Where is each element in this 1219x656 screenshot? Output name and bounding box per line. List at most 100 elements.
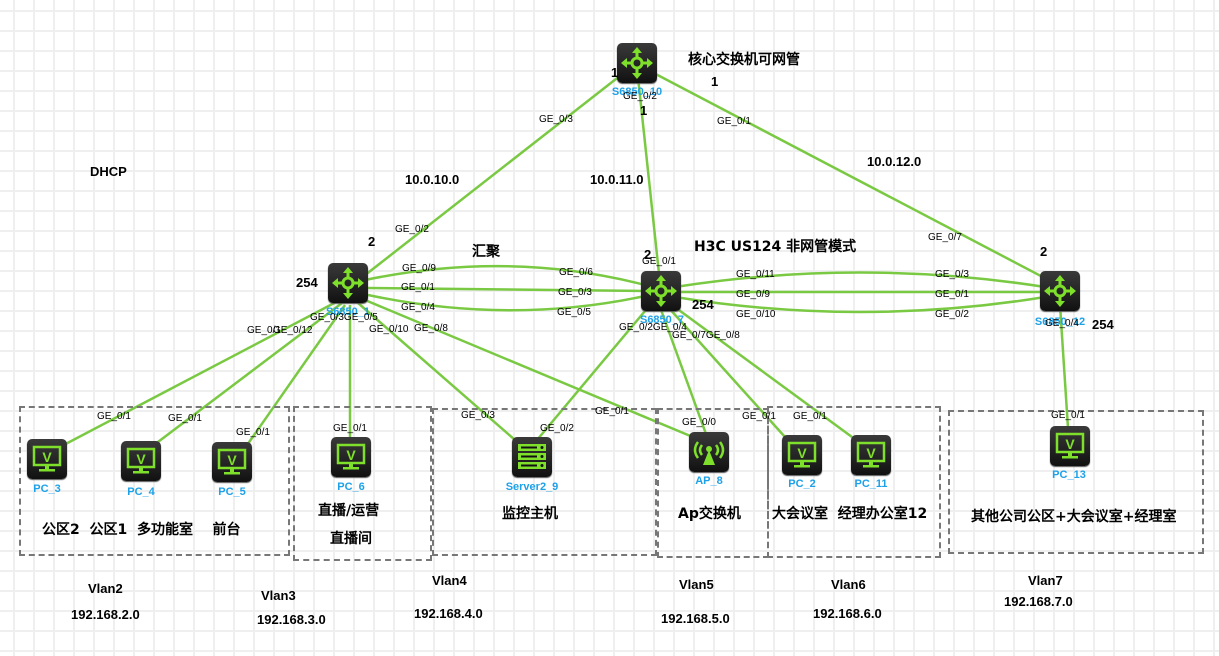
- port-label: GE_0/3GE_0/5: [310, 312, 378, 323]
- port-label: GE_0/3: [539, 114, 573, 125]
- core-title: 核心交换机可网管: [688, 52, 800, 68]
- vlan3-subnet: 192.168.3.0: [257, 612, 326, 627]
- svg-text:V: V: [1065, 436, 1075, 452]
- port-label: GE_0/3: [461, 410, 495, 421]
- num-sw7-top: 2: [644, 247, 652, 262]
- port-label: GE_0/7: [928, 232, 962, 243]
- net-10-0-12-0: 10.0.12.0: [867, 154, 922, 169]
- aggregation-label: 汇聚: [472, 244, 500, 260]
- port-label: GE_0/0: [682, 417, 716, 428]
- pc-4[interactable]: V: [121, 441, 161, 481]
- monitor-icon: V: [787, 441, 817, 468]
- pc-6[interactable]: V: [331, 437, 371, 477]
- link-sw1-sw7-b[interactable]: [367, 286, 646, 293]
- link-core-sw12[interactable]: [647, 68, 1059, 287]
- pc-13[interactable]: V: [1050, 426, 1090, 466]
- port-label: GE_0/12: [273, 325, 313, 336]
- zone-box-vlan6: [767, 406, 941, 558]
- port-label: GE_0/2: [935, 309, 969, 320]
- device-label-ap8: AP_8: [695, 475, 723, 487]
- vlan3-label: Vlan3: [261, 588, 296, 603]
- zone-desc-vlan3: 直播/运营: [318, 503, 380, 519]
- zone-desc-vlan6: 大会议室 经理办公室12: [772, 506, 928, 522]
- link-core-sw1[interactable]: [354, 67, 631, 284]
- server-icon: [518, 444, 546, 469]
- device-label-pc5: PC_5: [218, 486, 246, 498]
- pc-3[interactable]: V: [27, 439, 67, 479]
- zone-box-vlan3: [293, 406, 432, 561]
- link-core-sw7[interactable]: [635, 67, 662, 284]
- link-sw7-ap[interactable]: [658, 306, 708, 435]
- switch-s6850-7[interactable]: [641, 271, 681, 311]
- router-arrows-icon: [621, 47, 653, 79]
- monitor-icon: V: [217, 448, 247, 475]
- link-sw7-pc11[interactable]: [671, 303, 853, 439]
- port-label: GE_0/3: [558, 287, 592, 298]
- port-label: GE_0/1: [935, 289, 969, 300]
- link-sw1-sw7-c[interactable]: [367, 293, 646, 312]
- pc-2[interactable]: V: [782, 435, 822, 475]
- device-label-pc3: PC_3: [33, 483, 61, 495]
- router-arrows-icon: [645, 275, 677, 307]
- pc-11[interactable]: V: [851, 435, 891, 475]
- port-label: GE_0/1: [401, 282, 435, 293]
- vlan2-label: Vlan2: [88, 581, 123, 596]
- router-arrows-icon: [1044, 275, 1076, 307]
- link-sw1-ap[interactable]: [364, 298, 701, 442]
- monitor-icon: V: [126, 447, 156, 474]
- device-label-pc2: PC_2: [788, 478, 816, 490]
- switch-core[interactable]: [617, 43, 657, 83]
- link-sw7-pc2[interactable]: [667, 306, 786, 438]
- port-label: GE_0/2: [540, 423, 574, 434]
- link-sw1-server[interactable]: [357, 302, 516, 441]
- link-sw12-pc13[interactable]: [1058, 304, 1070, 429]
- link-sw7-server[interactable]: [536, 304, 651, 441]
- link-sw7-sw12-c[interactable]: [674, 295, 1046, 314]
- router-arrows-icon: [332, 267, 364, 299]
- switch-s6850-1[interactable]: [328, 263, 368, 303]
- port-label: GE_0/2: [623, 91, 657, 102]
- vlan7-subnet: 192.168.7.0: [1004, 594, 1073, 609]
- switch-s6850-12[interactable]: [1040, 271, 1080, 311]
- monitor-icon: V: [856, 441, 886, 468]
- port-label: GE_0/3: [935, 269, 969, 280]
- link-sw7-sw12-a[interactable]: [674, 271, 1046, 289]
- device-label-sw1: S6850_1: [325, 306, 371, 318]
- zone-box-vlan4: [432, 408, 657, 556]
- port-label: GE_0/1: [1051, 410, 1085, 421]
- num-sw12-right: 254: [1092, 317, 1114, 332]
- port-label: GE_0/1: [742, 411, 776, 422]
- port-label: GE_0/9: [402, 263, 436, 274]
- port-label: GE_0/1: [333, 423, 367, 434]
- svg-text:V: V: [346, 447, 356, 463]
- link-sw1-pc4[interactable]: [149, 302, 343, 449]
- device-label-sw7: S6850_7: [639, 314, 685, 326]
- vlan4-subnet: 192.168.4.0: [414, 606, 483, 621]
- device-label-server9: Server2_9: [505, 481, 559, 493]
- wireless-ap-icon: [693, 441, 725, 465]
- svg-text:V: V: [42, 449, 52, 465]
- num-sw12-top: 2: [1040, 244, 1048, 259]
- zone-desc-vlan2: 公区2 公区1 多功能室 前台: [42, 522, 241, 538]
- port-label: GE_0/1: [595, 406, 629, 417]
- port-label: GE_0/1: [793, 411, 827, 422]
- port-label: GE_0/5: [557, 307, 591, 318]
- server2-9[interactable]: [512, 437, 552, 477]
- port-label: GE_0/9: [736, 289, 770, 300]
- link-sw1-pc5[interactable]: [243, 304, 347, 449]
- port-label: GE_0/1: [97, 411, 131, 422]
- port-label: GE_0/2: [395, 224, 429, 235]
- pc-5[interactable]: V: [212, 442, 252, 482]
- ap-8[interactable]: [689, 432, 729, 472]
- port-label: GE_0/6: [559, 267, 593, 278]
- link-sw1-sw7-a[interactable]: [364, 264, 646, 287]
- vlan4-label: Vlan4: [432, 573, 467, 588]
- device-label-pc11: PC_11: [854, 478, 888, 490]
- svg-text:V: V: [227, 452, 237, 468]
- num-sw1-top: 2: [368, 234, 376, 249]
- zone-box-vlan2: [19, 406, 290, 556]
- link-sw1-pc3[interactable]: [57, 298, 341, 450]
- port-label: GE_0/4: [1045, 318, 1079, 329]
- svg-text:V: V: [866, 445, 876, 461]
